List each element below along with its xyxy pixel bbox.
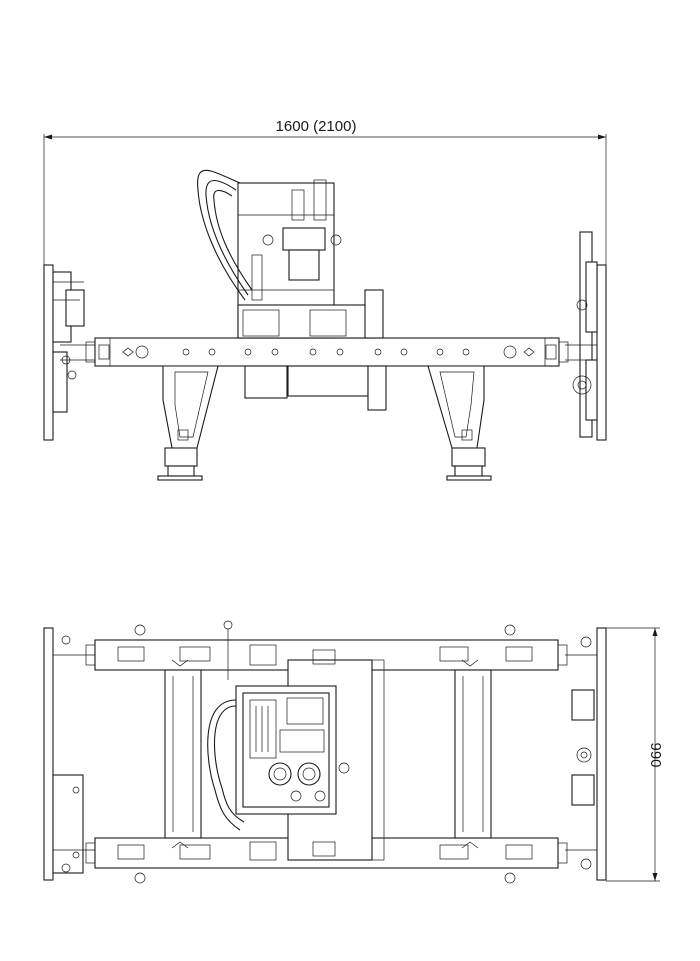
top-right-pad — [565, 627, 607, 881]
top-cross-members — [164, 659, 492, 849]
right-suction-pad — [565, 231, 607, 441]
left-suction-pad — [43, 264, 96, 441]
top-left-pad — [43, 627, 96, 881]
vacuum-unit — [197, 169, 387, 411]
beam-slots — [122, 345, 535, 359]
width-dimension-label: 1600 (2100) — [276, 118, 357, 135]
top-control-unit — [207, 620, 385, 861]
top-view: 990 — [43, 620, 664, 884]
right-leg — [427, 365, 492, 481]
main-beam — [85, 337, 569, 367]
depth-dimension: 990 — [606, 627, 664, 882]
front-view: 1600 (2100) — [43, 118, 607, 481]
depth-dimension-label: 990 — [647, 742, 664, 767]
left-leg — [157, 365, 219, 481]
